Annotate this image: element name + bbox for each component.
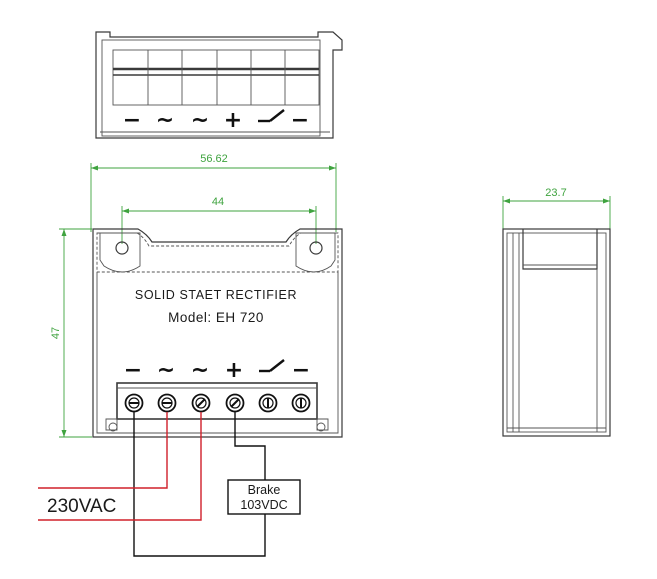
terminal-screw-3 <box>191 393 211 413</box>
side-view: 23.7 <box>502 187 611 437</box>
brake-voltage-label: 103VDC <box>240 498 287 512</box>
left-mounting-hole <box>115 241 129 255</box>
terminal-block <box>105 382 329 432</box>
right-mounting-hole <box>309 241 323 255</box>
top-switch-symbol <box>258 109 285 123</box>
wire-ac-2 <box>38 412 202 521</box>
dimension-depth: 23.7 <box>502 187 611 229</box>
front-symbol-ac-1: ~ <box>157 358 175 383</box>
terminal-screw-6 <box>291 393 311 413</box>
front-symbol-minus-2: − <box>292 358 310 383</box>
right-mounting-ear <box>295 232 336 273</box>
dimension-height-label: 47 <box>50 327 62 339</box>
top-view: − ~ ~ + − <box>95 31 343 139</box>
front-view: SOLID STAET RECTIFIER Model: EH 720 − ~ … <box>92 228 343 438</box>
terminal-screw-4 <box>225 393 245 413</box>
front-terminal-symbols: − ~ ~ + − <box>124 358 310 383</box>
dimension-width-total: 56.62 <box>90 153 337 232</box>
top-symbol-minus-2: − <box>291 108 309 133</box>
top-symbol-minus-1: − <box>123 108 141 133</box>
terminal-screw-2 <box>157 393 177 413</box>
dimension-hole-spacing-label: 44 <box>212 196 224 208</box>
supply-voltage-label: 230VAC <box>47 496 116 517</box>
wire-dc-negative <box>133 412 266 557</box>
wire-ac-1 <box>38 412 168 489</box>
terminal-screw-5 <box>258 393 278 413</box>
brake-label: Brake <box>248 483 281 497</box>
top-terminal-dividers <box>147 50 286 105</box>
wiring: 230VAC Brake 103VDC <box>38 412 301 557</box>
top-terminal-symbols: − ~ ~ + − <box>123 108 309 133</box>
front-symbol-ac-2: ~ <box>191 358 209 383</box>
dimension-width-total-label: 56.62 <box>200 153 228 165</box>
left-mounting-ear <box>99 232 141 273</box>
front-symbol-minus-1: − <box>124 358 142 383</box>
model-number: Model: EH 720 <box>168 310 264 325</box>
dimension-hole-spacing: 44 <box>121 196 317 244</box>
dimension-depth-label: 23.7 <box>545 187 566 199</box>
top-symbol-ac-1: ~ <box>156 108 174 133</box>
front-symbol-plus: + <box>225 358 243 383</box>
terminal-screw-1 <box>124 393 144 413</box>
front-switch-symbol <box>259 359 285 373</box>
brake-load-box: Brake 103VDC <box>227 479 301 515</box>
wire-dc-positive <box>234 412 266 480</box>
product-title: SOLID STAET RECTIFIER <box>135 288 297 302</box>
top-symbol-ac-2: ~ <box>191 108 209 133</box>
dimension-height: 47 <box>50 228 92 438</box>
top-symbol-plus: + <box>224 108 242 133</box>
